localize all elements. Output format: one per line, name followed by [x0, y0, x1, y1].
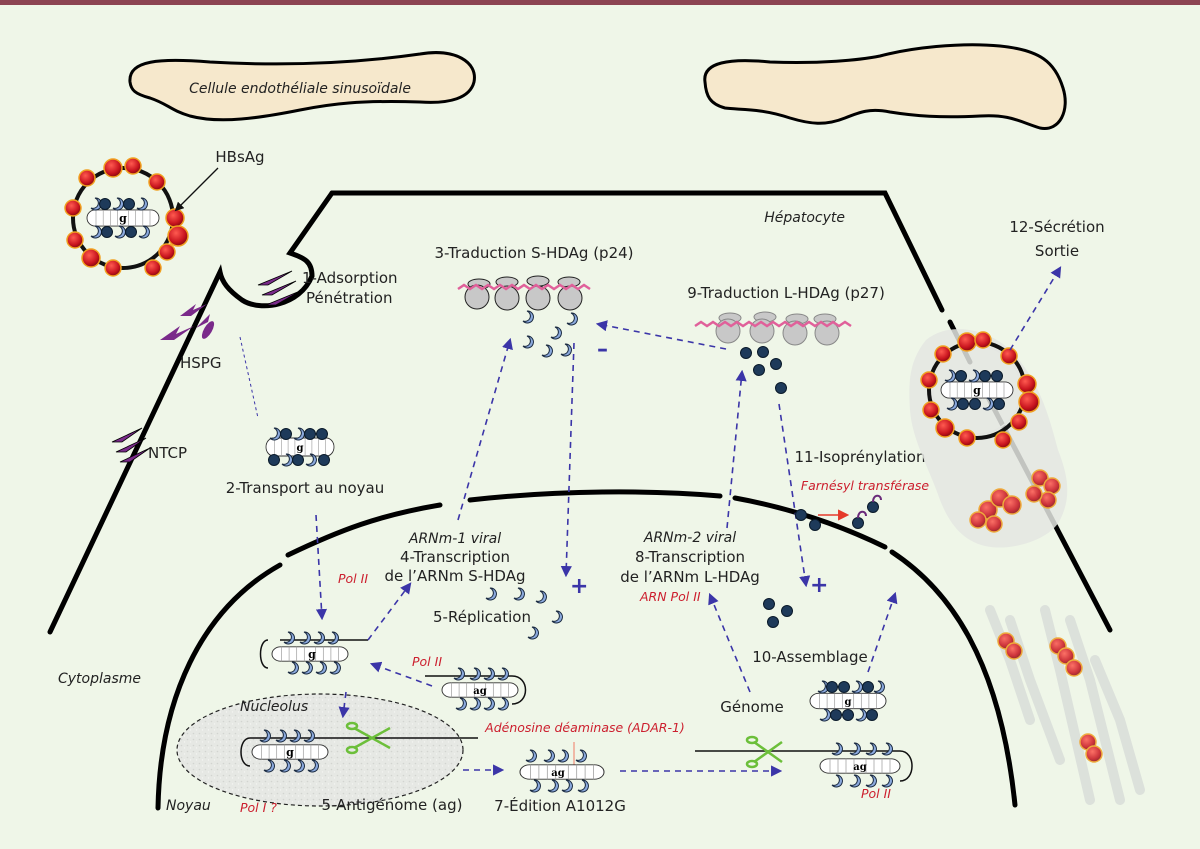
hbsag-proteins: [64, 157, 189, 277]
svg-text:ag: ag: [473, 686, 486, 697]
mrna1-label: ARNm-1 viral: [408, 531, 501, 547]
l-hdag-prenylated: [852, 494, 882, 529]
ribosomes-s-hdag: [457, 275, 591, 311]
step10-label: 10-Assemblage: [752, 648, 868, 666]
l-hdag-nucleus: [763, 598, 793, 628]
ntcp-receptor: [111, 427, 151, 463]
antigenome-rod-edited: ag: [519, 749, 605, 793]
nucleolus-label: Nucleolus: [240, 699, 308, 715]
step12-label-line2: Sortie: [1035, 242, 1079, 260]
adar-label: Adénosine déaminase (ADAR-1): [484, 720, 685, 735]
hspg-label: HSPG: [180, 354, 221, 372]
cytoplasm-label: Cytoplasme: [58, 671, 141, 687]
mrna2-label: ARNm-2 viral: [643, 530, 736, 546]
step3-label: 3-Traduction S-HDAg (p24): [434, 244, 633, 262]
svg-text:g: g: [297, 443, 304, 454]
endothelial-cell-left: [128, 51, 476, 122]
step1-label-line1: 1-Adsorption: [302, 269, 398, 287]
svg-text:ag: ag: [551, 768, 564, 779]
plus-sign-l: +: [810, 573, 828, 598]
endothelial-cell-right: [703, 43, 1067, 130]
plus-sign-s: +: [570, 574, 588, 599]
arrow-mrna1-translation: [457, 337, 513, 521]
minus-sign: –: [597, 337, 608, 362]
svg-text:ag: ag: [853, 762, 866, 773]
pol2-label-b: Pol II: [412, 654, 442, 669]
step12-label-line1: 12-Sécrétion: [1009, 218, 1104, 236]
pol1-label: Pol I ?: [240, 800, 277, 815]
genome-rod-nucleus: g: [259, 631, 368, 675]
genome-rod-nucleolus: g: [240, 729, 478, 773]
arrow-transport-to-nucleus: [315, 514, 328, 621]
step11-label: 11-Isoprénylation: [795, 448, 926, 466]
hbsag-label: HBsAg: [215, 148, 264, 166]
step5-antigenome-label: 5-Antigénome (ag): [322, 796, 463, 814]
arrow-assembly-to-envelope: [867, 591, 898, 673]
arrow-l-hdag-to-nucleus: [778, 403, 811, 588]
step2-label: 2-Transport au noyau: [226, 479, 384, 497]
step4-label-line2: de l’ARNm S-HDAg: [384, 567, 525, 585]
arrow-genome-to-mrna2: [708, 592, 751, 693]
step9-label: 9-Traduction L-HDAg (p27): [687, 284, 885, 302]
svg-text:g: g: [973, 384, 981, 397]
l-hdag-before-prenylation: [795, 509, 821, 531]
svg-text:g: g: [286, 746, 294, 759]
hepatocyte-label: Hépatocyte: [764, 210, 845, 226]
step8-label-line2: de l’ARNm L-HDAg: [620, 568, 760, 586]
nucleus-membrane: [155, 489, 1018, 811]
arrow-genome-to-transcription: [367, 582, 412, 641]
step4-label-line1: 4-Transcription: [400, 548, 510, 566]
assembled-rnp: g: [809, 680, 887, 722]
hdv-virion-secretion: g: [920, 331, 1040, 449]
hspg-receptors: [160, 304, 215, 340]
arrow-mrna2-translation: [726, 369, 747, 529]
step5-replication-label: 5-Réplication: [433, 608, 531, 626]
hbsag-clusters: [969, 469, 1103, 763]
hdv-virion-extracellular: g: [64, 157, 189, 277]
ntcp-label: NTCP: [148, 444, 187, 462]
antigenome-rod-pol2-right: ag: [695, 742, 913, 788]
pol2-label-c: Pol II: [861, 786, 891, 801]
svg-text:g: g: [845, 697, 852, 708]
nucleus-label: Noyau: [166, 798, 211, 814]
s-hdag-proteins: [522, 310, 578, 358]
svg-text:g: g: [119, 212, 127, 225]
scissors-icon: [345, 721, 391, 755]
ribosomes-l-hdag: [694, 311, 852, 346]
er-tubules: [985, 605, 1145, 805]
pol2-label-a: Pol II: [338, 571, 368, 586]
step8-label-line1: 8-Transcription: [635, 548, 745, 566]
l-hdag-proteins: [740, 346, 787, 394]
arrow-genome-to-nucleolus: [338, 691, 350, 719]
scissors-icon-right: [745, 735, 783, 769]
svg-text:g: g: [308, 648, 316, 661]
farnesyl-label: Farnésyl transférase: [801, 478, 929, 493]
step1-label-line2: Pénétration: [306, 289, 392, 307]
entry-receptors: [257, 270, 301, 306]
antigenome-rod-pol2: ag: [425, 667, 527, 711]
step7-label: 7-Édition A1012G: [494, 796, 626, 815]
arn-pol2-label: ARN Pol II: [639, 589, 701, 604]
endothelial-cell-label: Cellule endothéliale sinusoïdale: [189, 81, 411, 97]
endocytosis-path: [239, 336, 259, 419]
arrow-s-hdag-to-nucleus: [560, 342, 575, 578]
top-border-bar: [0, 0, 1200, 5]
arrow-l-hdag-inhibits: [595, 320, 727, 350]
rnp-in-transport: g: [265, 427, 335, 467]
genome-label: Génome: [720, 698, 783, 716]
arrow-secretion: [1009, 266, 1062, 351]
hbsag-pointer: [174, 167, 219, 212]
